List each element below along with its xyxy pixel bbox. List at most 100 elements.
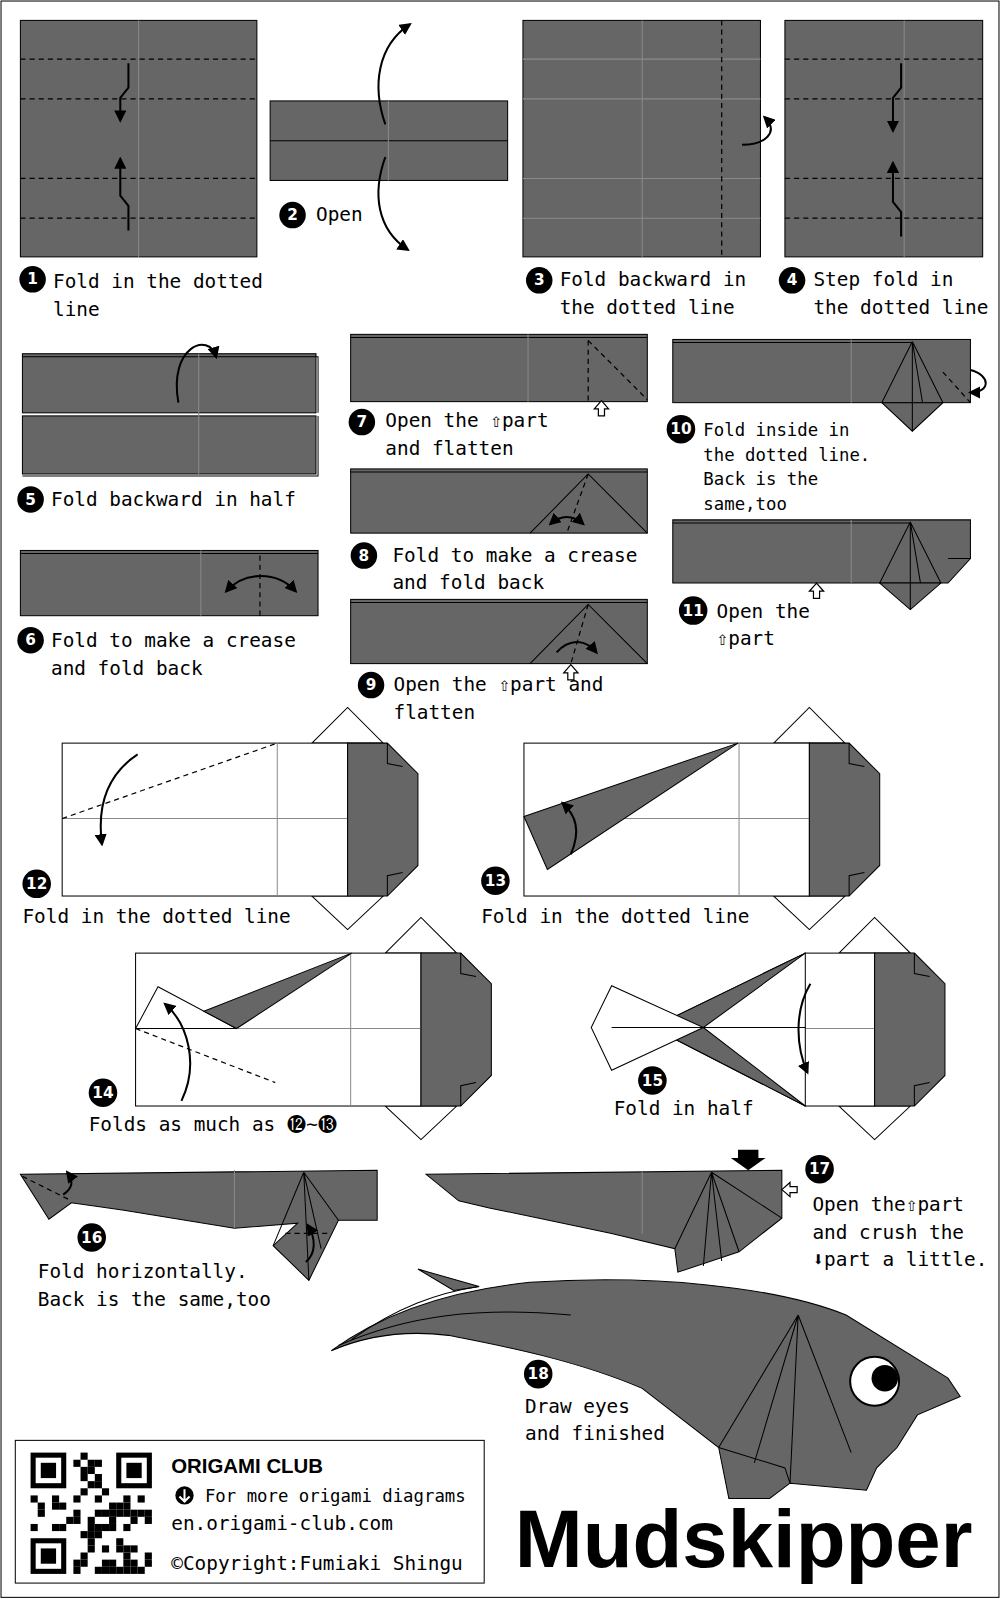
instruction-text: Fold backward in half <box>51 485 296 513</box>
instruction-text: Open the ⇧part and flatten <box>385 407 589 462</box>
qr-code <box>145 1517 152 1524</box>
qr-code <box>88 1460 95 1467</box>
qr-code <box>130 1560 137 1567</box>
step-11-figure <box>809 583 823 598</box>
footer-box <box>179 1489 189 1501</box>
instruction-text: Fold in half <box>614 1095 754 1123</box>
step-16-figure <box>285 1233 331 1234</box>
qr-code <box>81 1467 88 1474</box>
step-number-text: 17 <box>809 1162 830 1177</box>
qr-code <box>52 1524 59 1531</box>
instruction-text: Step fold in the dotted line <box>813 266 994 321</box>
step-number-text: 2 <box>287 207 298 222</box>
step-3-figure <box>721 20 722 256</box>
step-16-figure <box>63 1172 71 1194</box>
step-4-figure <box>893 63 901 130</box>
step-10-figure <box>851 339 852 402</box>
instruction-text: Fold to make a crease and fold back <box>51 627 306 682</box>
qr-code <box>95 1531 102 1538</box>
step-2-figure <box>379 24 410 124</box>
qr-code <box>36 1543 61 1568</box>
qr-code <box>88 1524 95 1531</box>
step-number-text: 11 <box>683 603 704 618</box>
qr-code <box>88 1545 95 1552</box>
qr-code <box>102 1545 109 1552</box>
qr-code <box>121 1458 146 1483</box>
instruction-text: Draw eyes and finished <box>525 1392 668 1447</box>
step-2-figure <box>270 24 508 249</box>
qr-code <box>38 1503 45 1510</box>
step-number-text: 14 <box>92 1085 113 1100</box>
qr-code <box>88 1538 95 1545</box>
instruction-text: Open the ⇧part <box>717 597 819 652</box>
step-6-figure <box>20 553 318 554</box>
step-4-figure <box>904 20 905 256</box>
step-9-figure <box>351 599 648 663</box>
step-8-figure <box>351 471 648 472</box>
qr-code <box>73 1517 80 1524</box>
qr-code <box>73 1510 80 1517</box>
qr-code <box>95 1524 102 1531</box>
qr-code <box>102 1524 109 1531</box>
footer-box <box>175 1486 193 1504</box>
step-5-figure <box>22 354 316 413</box>
qr-code <box>81 1531 88 1538</box>
step-16-figure <box>273 1172 338 1280</box>
step-6-figure <box>200 550 201 615</box>
step-number: 5 <box>17 486 44 513</box>
step-6-figure <box>20 550 318 615</box>
qr-code <box>109 1517 116 1524</box>
instruction-text: Fold in the dotted line <box>22 902 290 930</box>
instruction-text: Fold to make a crease and fold back <box>392 541 647 596</box>
qr-code <box>102 1560 109 1567</box>
step-number-text: 1 <box>27 272 38 287</box>
step-16-figure <box>22 1176 71 1200</box>
footer-text: ORIGAMI CLUB <box>171 1454 323 1478</box>
qr-code <box>116 1567 123 1574</box>
step-2-figure <box>378 157 407 250</box>
qr-code <box>123 1495 130 1502</box>
step-13-figure <box>524 743 738 869</box>
step-number-text: 4 <box>787 273 798 288</box>
qr-code <box>73 1560 80 1567</box>
qr-code <box>95 1460 102 1467</box>
qr-code <box>109 1503 116 1510</box>
qr-code <box>116 1453 152 1489</box>
step-17-figure <box>731 1150 766 1170</box>
step-1-figure <box>20 59 256 218</box>
step-1-figure <box>20 20 256 256</box>
instruction-text: Open the ⇧part and flatten <box>393 671 612 726</box>
step-10-figure <box>882 341 943 431</box>
qr-code <box>66 1517 73 1524</box>
step-11-figure <box>851 520 852 583</box>
step-6-figure <box>20 550 318 615</box>
footer-box <box>15 1440 484 1583</box>
step-17-figure <box>782 1182 797 1196</box>
instruction-text: Fold horizontally. Back is the same,too <box>38 1258 283 1313</box>
step-1-figure <box>20 20 256 256</box>
step-4-figure <box>785 59 983 218</box>
step-12-figure <box>101 754 138 844</box>
qr-code <box>109 1567 116 1574</box>
diagram-title: Mudskipper <box>515 1498 973 1580</box>
step-14-figure <box>136 1029 276 1083</box>
step-7-figure <box>588 340 589 401</box>
step-8-figure <box>530 474 647 533</box>
qr-code <box>81 1453 88 1460</box>
qr-code <box>138 1495 145 1502</box>
step-3-figure <box>523 20 761 256</box>
qr-code <box>95 1567 102 1574</box>
qr-code <box>31 1495 38 1502</box>
step-17-figure <box>426 1170 782 1272</box>
step-number-text: 13 <box>485 873 506 888</box>
step-9-figure <box>571 604 588 663</box>
step-8-figure <box>351 469 648 533</box>
instruction-text: Fold backward in the dotted line <box>560 266 764 321</box>
qr-code <box>31 1524 38 1531</box>
step-5-figure <box>22 345 318 476</box>
step-11-figure <box>673 520 971 610</box>
step-17-figure <box>426 1150 797 1272</box>
step-14-figure <box>136 917 492 1139</box>
step-7-figure <box>594 401 608 416</box>
step-10-figure <box>673 339 971 402</box>
